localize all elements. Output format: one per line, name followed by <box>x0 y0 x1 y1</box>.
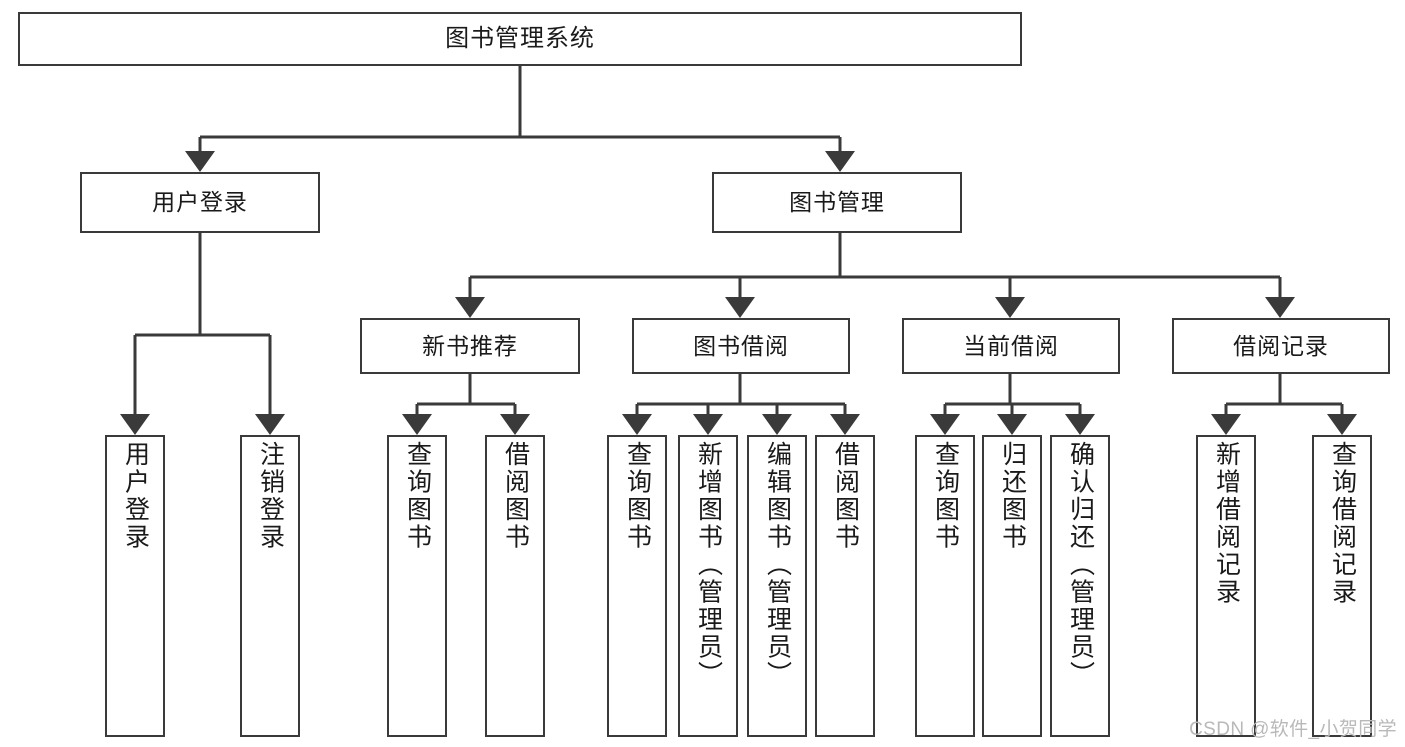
node-label: 图书管理 <box>789 189 885 216</box>
node-label: 当前借阅 <box>963 332 1059 359</box>
leaf-borrow-edit-book-admin[interactable]: 编辑图书（管理员） <box>747 435 807 737</box>
node-label: 图书管理系统 <box>445 25 595 53</box>
node-label: 确认归还（管理员） <box>1066 441 1095 689</box>
node-label: 注销登录 <box>256 441 285 551</box>
leaf-borrow-add-book-admin[interactable]: 新增图书（管理员） <box>678 435 738 737</box>
node-borrow-record[interactable]: 借阅记录 <box>1172 318 1390 374</box>
leaf-borrow-borrow-book[interactable]: 借阅图书 <box>815 435 875 737</box>
node-label: 编辑图书（管理员） <box>763 441 792 689</box>
leaf-user-logout[interactable]: 注销登录 <box>240 435 300 737</box>
node-current-borrow[interactable]: 当前借阅 <box>902 318 1120 374</box>
node-book-borrow[interactable]: 图书借阅 <box>632 318 850 374</box>
node-label: 借阅记录 <box>1233 332 1329 359</box>
node-book-management[interactable]: 图书管理 <box>712 172 962 233</box>
leaf-record-query-record[interactable]: 查询借阅记录 <box>1312 435 1372 737</box>
node-label: 借阅图书 <box>501 441 530 551</box>
leaf-current-return-book[interactable]: 归还图书 <box>982 435 1042 737</box>
node-label: 查询图书 <box>931 441 960 551</box>
leaf-current-confirm-return-admin[interactable]: 确认归还（管理员） <box>1050 435 1110 737</box>
leaf-current-query-book[interactable]: 查询图书 <box>915 435 975 737</box>
node-label: 新书推荐 <box>422 332 518 359</box>
node-root-system[interactable]: 图书管理系统 <box>18 12 1022 66</box>
leaf-borrow-query-book[interactable]: 查询图书 <box>607 435 667 737</box>
node-label: 借阅图书 <box>831 441 860 551</box>
node-label: 新增图书（管理员） <box>694 441 723 689</box>
node-new-book-recommend[interactable]: 新书推荐 <box>360 318 580 374</box>
leaf-user-login[interactable]: 用户登录 <box>105 435 165 737</box>
leaf-recommend-borrow-book[interactable]: 借阅图书 <box>485 435 545 737</box>
node-user-login[interactable]: 用户登录 <box>80 172 320 233</box>
node-label: 新增借阅记录 <box>1212 441 1241 606</box>
node-label: 查询借阅记录 <box>1328 441 1357 606</box>
node-label: 用户登录 <box>152 189 248 216</box>
leaf-recommend-query-book[interactable]: 查询图书 <box>387 435 447 737</box>
csdn-watermark: CSDN @软件_小贺同学 <box>1189 719 1397 740</box>
node-label: 图书借阅 <box>693 332 789 359</box>
node-label: 查询图书 <box>623 441 652 551</box>
node-label: 查询图书 <box>403 441 432 551</box>
node-label: 归还图书 <box>998 441 1027 551</box>
leaf-record-add-record[interactable]: 新增借阅记录 <box>1196 435 1256 737</box>
node-label: 用户登录 <box>121 441 150 551</box>
